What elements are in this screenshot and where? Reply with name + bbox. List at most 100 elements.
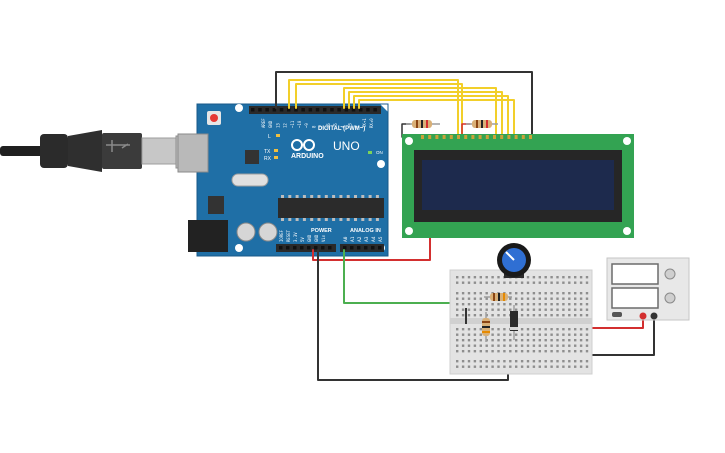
supply-switch[interactable] bbox=[612, 312, 622, 317]
header-hole bbox=[293, 246, 297, 250]
header-hole bbox=[373, 108, 377, 112]
power-supply bbox=[606, 257, 690, 321]
digital-pin-label: ~6 bbox=[326, 123, 331, 128]
breadboard bbox=[449, 269, 593, 375]
header-hole bbox=[323, 108, 327, 112]
capacitor bbox=[258, 222, 278, 242]
lcd-pin bbox=[449, 135, 453, 139]
analog-pin-label: A4 bbox=[371, 236, 377, 242]
led-rx-label: RX bbox=[264, 156, 272, 162]
digital-header bbox=[249, 106, 381, 114]
arduino-infinity-logo bbox=[291, 139, 315, 151]
header-hole bbox=[314, 246, 318, 250]
analog-header bbox=[340, 244, 384, 252]
analog-label: ANALOG IN bbox=[350, 228, 381, 234]
digital-pin-label: ~5 bbox=[333, 123, 338, 128]
usb-cable-icon bbox=[0, 130, 205, 172]
header-hole bbox=[371, 246, 375, 250]
header-hole bbox=[321, 246, 325, 250]
supply-knob[interactable] bbox=[664, 292, 676, 304]
wire-black-top bbox=[275, 71, 533, 138]
lcd-pin bbox=[493, 135, 496, 139]
mounting-hole bbox=[235, 104, 243, 112]
header-hole bbox=[378, 246, 382, 250]
header-hole bbox=[359, 108, 363, 112]
power-header bbox=[276, 244, 336, 252]
microcontroller-chip bbox=[278, 198, 384, 218]
potentiometer-icon[interactable] bbox=[497, 243, 531, 278]
digital-pin-label: 8 bbox=[311, 125, 316, 128]
model-label: UNO bbox=[333, 139, 360, 153]
lcd-module bbox=[402, 134, 634, 238]
digital-pin-label: 2 bbox=[355, 125, 360, 128]
power-pin-label: IOREF bbox=[279, 229, 284, 242]
lcd-pin bbox=[464, 135, 468, 139]
power-pin-label: 3.3V bbox=[293, 232, 298, 242]
digital-pin-label: ~10 bbox=[297, 120, 302, 128]
analog-pin-label: A1 bbox=[350, 236, 356, 242]
resistor-icon bbox=[484, 293, 512, 301]
led-on-label: ON bbox=[376, 150, 383, 155]
resistor-icon bbox=[482, 312, 490, 342]
analog-pin-label: A3 bbox=[364, 236, 370, 242]
header-hole bbox=[350, 246, 354, 250]
lcd-pin bbox=[485, 135, 489, 139]
power-pin-label: GND bbox=[307, 234, 312, 242]
lcd-pin bbox=[500, 135, 504, 139]
mounting-hole bbox=[377, 160, 385, 168]
diode-icon bbox=[510, 305, 518, 340]
header-hole bbox=[279, 108, 284, 112]
power-pin-label: RESET bbox=[286, 229, 291, 242]
header-hole bbox=[265, 108, 269, 112]
supply-terminal-positive bbox=[639, 312, 647, 320]
power-pin-label: GND bbox=[314, 234, 319, 242]
wire-yellow bbox=[353, 95, 509, 138]
digital-pin-label: 4 bbox=[340, 125, 345, 128]
header-hole bbox=[315, 108, 320, 112]
wire-yellow bbox=[343, 87, 497, 138]
wire-yellow bbox=[348, 91, 503, 138]
header-hole bbox=[287, 108, 291, 112]
usb-chip bbox=[245, 150, 259, 164]
header-hole bbox=[357, 246, 361, 250]
header-hole bbox=[272, 108, 277, 112]
resistor-icon bbox=[406, 120, 440, 128]
usb-port bbox=[177, 133, 209, 173]
lcd-pin bbox=[514, 135, 518, 139]
lcd-pin bbox=[529, 135, 532, 139]
lcd-pin bbox=[471, 135, 475, 139]
header-hole bbox=[337, 108, 341, 112]
lcd-pin bbox=[521, 135, 525, 139]
header-hole bbox=[328, 246, 332, 250]
wire-yellow bbox=[295, 83, 463, 138]
header-hole bbox=[279, 246, 283, 250]
lcd-pin bbox=[478, 135, 482, 139]
supply-terminal-negative bbox=[650, 312, 658, 320]
lcd-pin bbox=[507, 135, 511, 139]
header-hole bbox=[330, 108, 334, 112]
lcd-pin bbox=[428, 135, 432, 139]
header-hole bbox=[301, 108, 305, 112]
header-hole bbox=[344, 108, 349, 112]
header-hole bbox=[286, 246, 290, 250]
arduino-uno-board: DIGITAL (PWM~) ARDUINO UNO POWER ANALOG … bbox=[177, 103, 389, 257]
analog-pin-label: A5 bbox=[378, 236, 384, 242]
header-hole bbox=[308, 108, 313, 112]
header-hole bbox=[300, 246, 304, 250]
digital-pin-label: ~11 bbox=[290, 120, 295, 128]
wire-green-analog bbox=[343, 249, 489, 304]
wire-red-power bbox=[312, 235, 431, 261]
header-hole bbox=[307, 246, 311, 250]
header-hole bbox=[294, 108, 298, 112]
digital-pin-label: AREF bbox=[261, 118, 266, 128]
supply-knob[interactable] bbox=[664, 268, 676, 280]
led-tx-label: TX bbox=[264, 149, 271, 155]
header-hole bbox=[258, 108, 262, 112]
led-l-label: L bbox=[268, 134, 271, 140]
digital-pin-label: RX◂0 bbox=[369, 118, 374, 128]
header-hole bbox=[343, 246, 347, 250]
header-hole bbox=[251, 108, 255, 112]
power-pin-label: 5V bbox=[300, 237, 305, 242]
digital-pin-label: TX➜1 bbox=[362, 118, 367, 128]
header-hole bbox=[366, 108, 370, 112]
